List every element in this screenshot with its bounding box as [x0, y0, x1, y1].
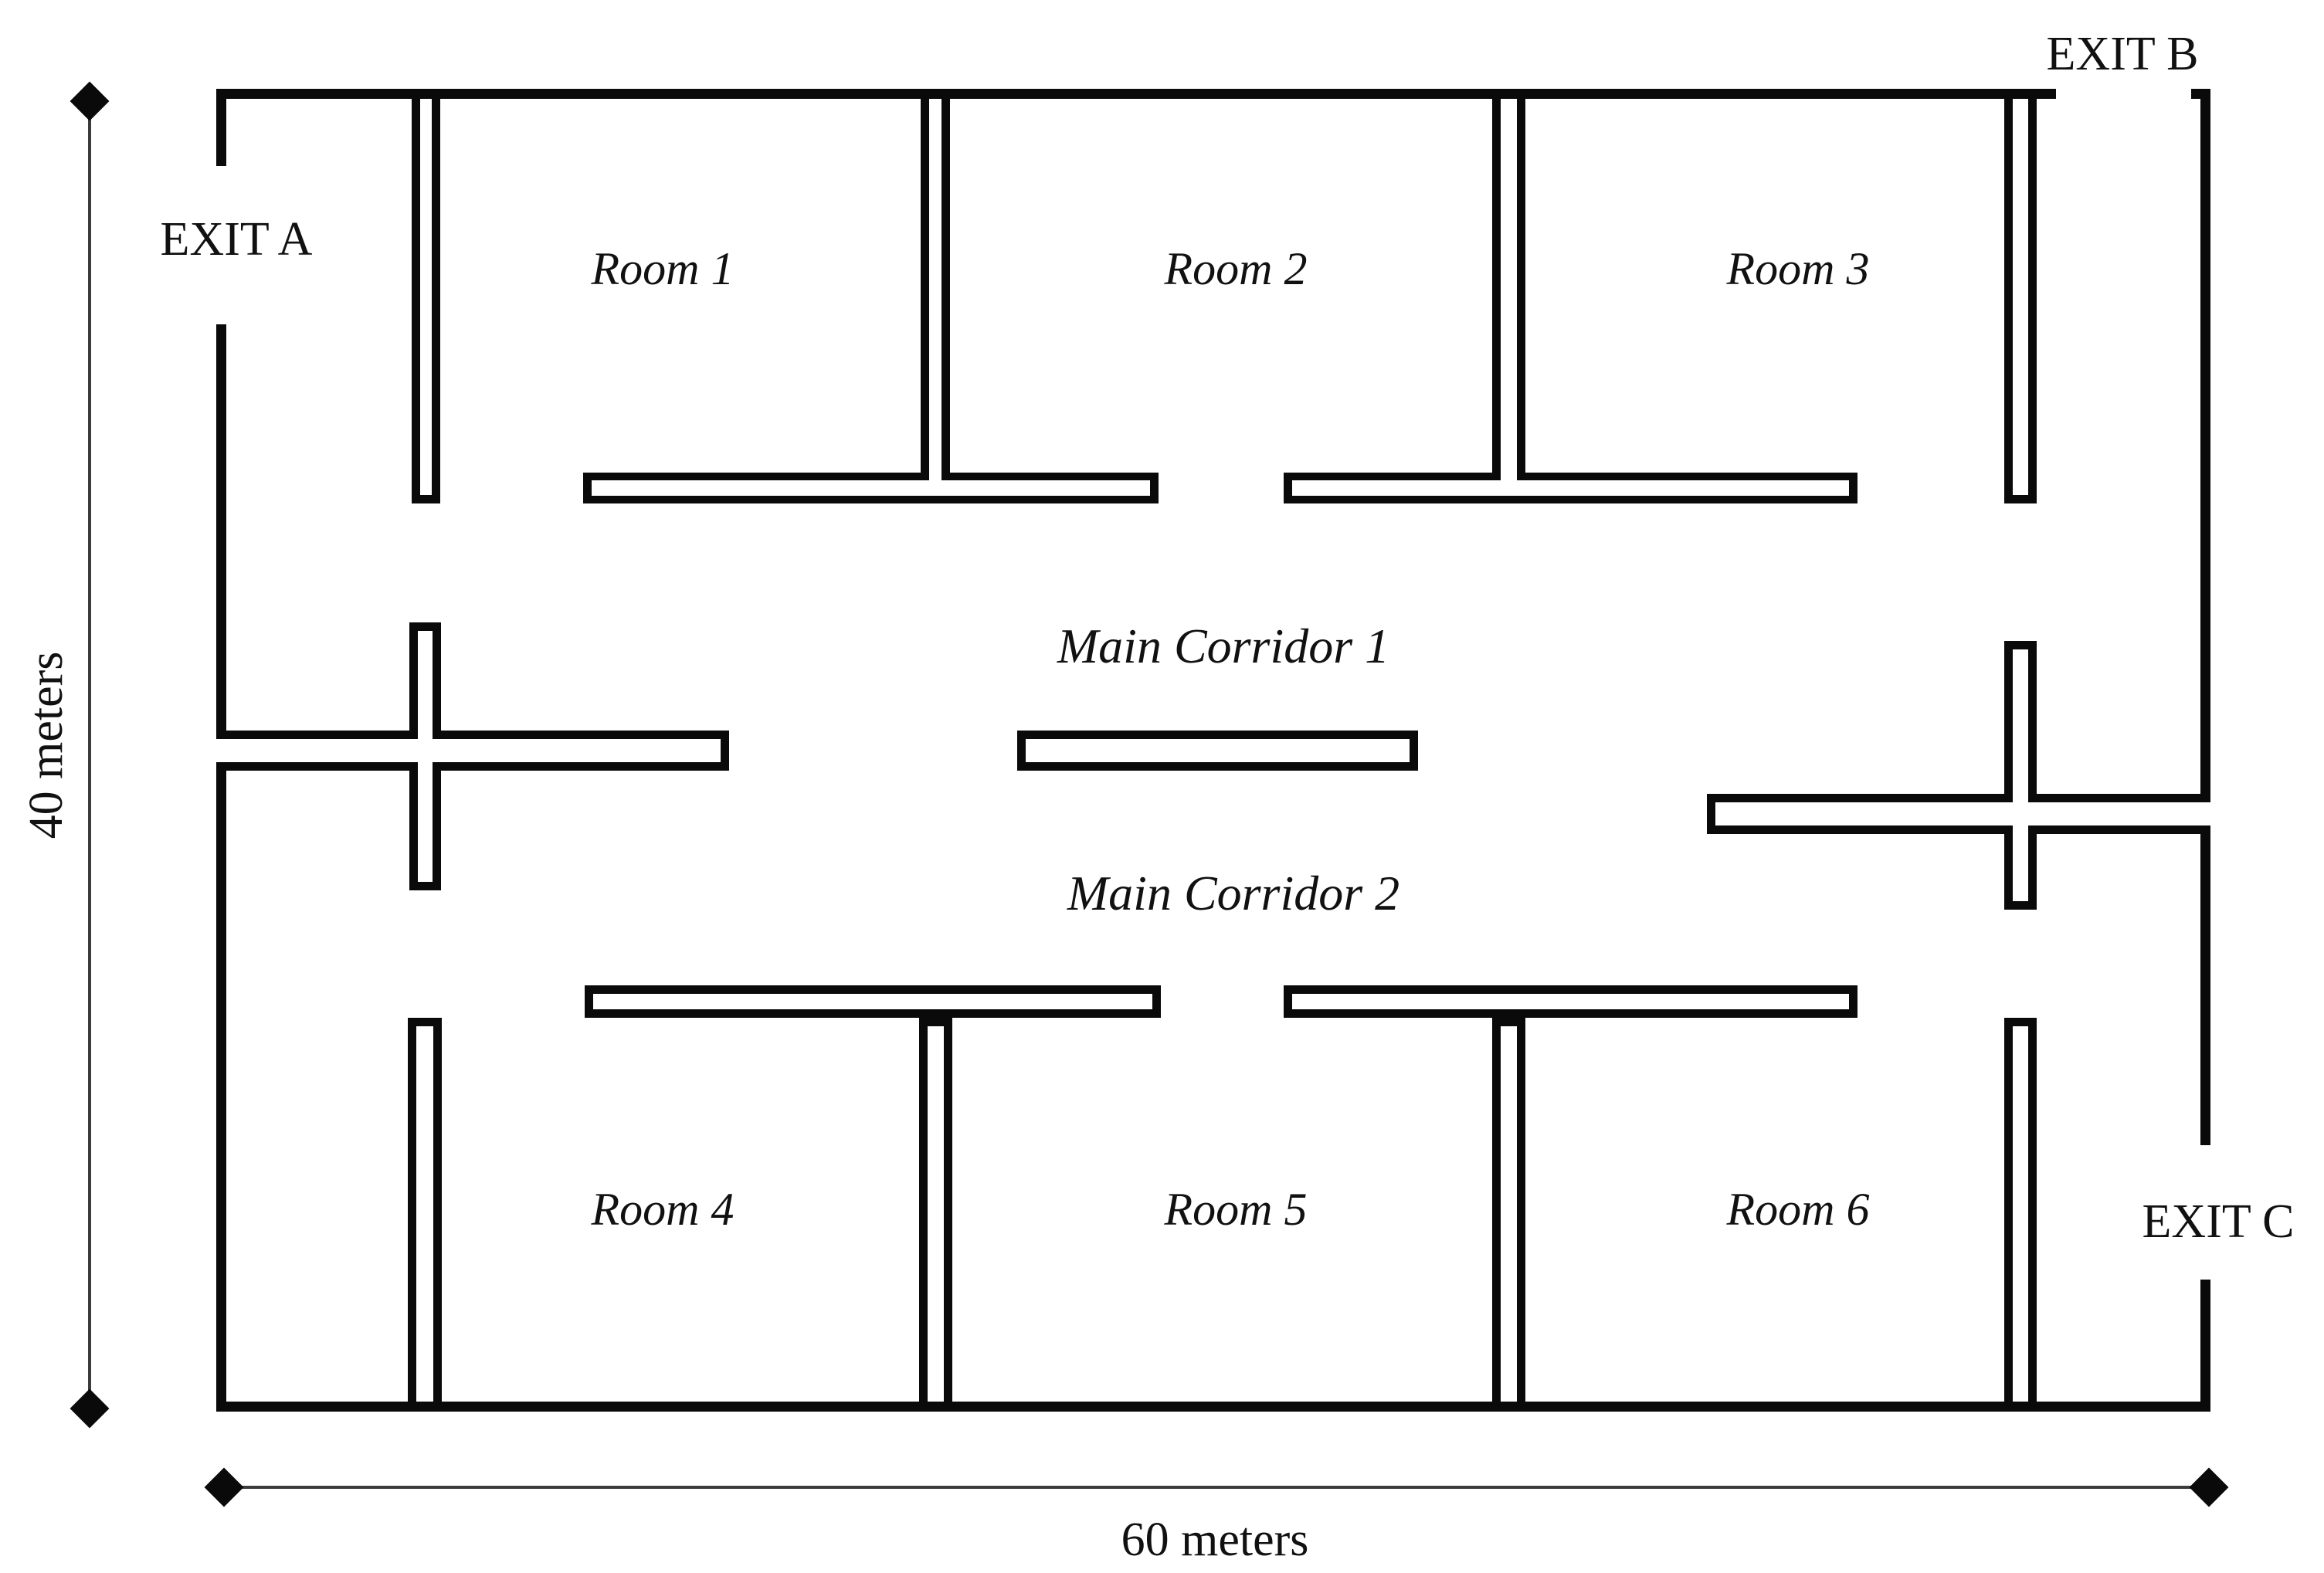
room-4-5-front-wall-core	[593, 994, 1152, 1009]
room-2-label: Room 2	[1164, 243, 1308, 294]
outer-walls	[216, 89, 2210, 1412]
junction-left-horizontal-core	[216, 739, 721, 762]
junction-right-vertical-core	[2013, 649, 2028, 901]
height-dimension-line-diamond-1	[70, 81, 110, 121]
exit-c-label: EXIT C	[2142, 1195, 2295, 1248]
height-dimension-label: 40 meters	[20, 652, 73, 839]
height-dimension-line	[88, 101, 91, 1409]
room-5-label: Room 5	[1164, 1184, 1308, 1235]
width-dimension-line-diamond-1	[204, 1467, 244, 1507]
partition-walls-core	[216, 99, 2210, 1402]
room-1-label: Room 1	[591, 243, 735, 294]
exit-a-label: EXIT A	[161, 213, 313, 266]
partition-room-3-exit-b-core	[2013, 99, 2028, 495]
plan-labels: EXIT A EXIT B EXIT C Room 1 Room 2 Room 3 Room…	[20, 28, 2294, 1566]
room-4-label: Room 4	[591, 1184, 735, 1235]
outer-wall-right-lower	[2200, 1280, 2210, 1412]
exit-b-label: EXIT B	[2047, 28, 2199, 80]
partition-exit-a-room-1-core	[420, 99, 432, 495]
partition-room-6-exit-c-core	[2013, 1026, 2028, 1402]
junction-right-horizontal-core	[1715, 802, 2210, 825]
room-2-3-front-wall-core	[1292, 480, 1849, 496]
main-corridor-2-label: Main Corridor 2	[1067, 866, 1399, 920]
room-6-label: Room 6	[1726, 1184, 1870, 1235]
width-dimension-line-diamond-2	[2189, 1467, 2229, 1507]
height-dimension-line-diamond-2	[70, 1388, 110, 1429]
outer-wall-left-top	[216, 89, 226, 166]
dimension-lines	[70, 81, 2229, 1507]
outer-wall-left-main	[216, 324, 226, 1412]
partition-walls-outline	[216, 89, 2210, 1412]
room-5-6-front-wall-core	[1292, 994, 1849, 1009]
partition-room-5-room-6-core	[1501, 1026, 1517, 1402]
main-corridor-1-label: Main Corridor 1	[1057, 619, 1389, 673]
room-1-2-front-wall-core	[592, 480, 1150, 496]
width-dimension-line	[224, 1486, 2209, 1489]
room-3-label: Room 3	[1726, 243, 1870, 294]
width-dimension-label: 60 meters	[1121, 1514, 1309, 1566]
partition-room-4-room-5-core	[928, 1026, 944, 1402]
corridor-divider-center-core	[1026, 739, 1410, 762]
outer-wall-bottom	[216, 1402, 2210, 1412]
partition-exit-a-room-4-core	[416, 1026, 433, 1402]
partition-room-2-room-3-core	[1501, 99, 1517, 495]
partition-room-1-room-2-core	[929, 99, 941, 495]
outer-wall-top	[216, 89, 2056, 99]
outer-wall-right-upper	[2200, 89, 2210, 1145]
